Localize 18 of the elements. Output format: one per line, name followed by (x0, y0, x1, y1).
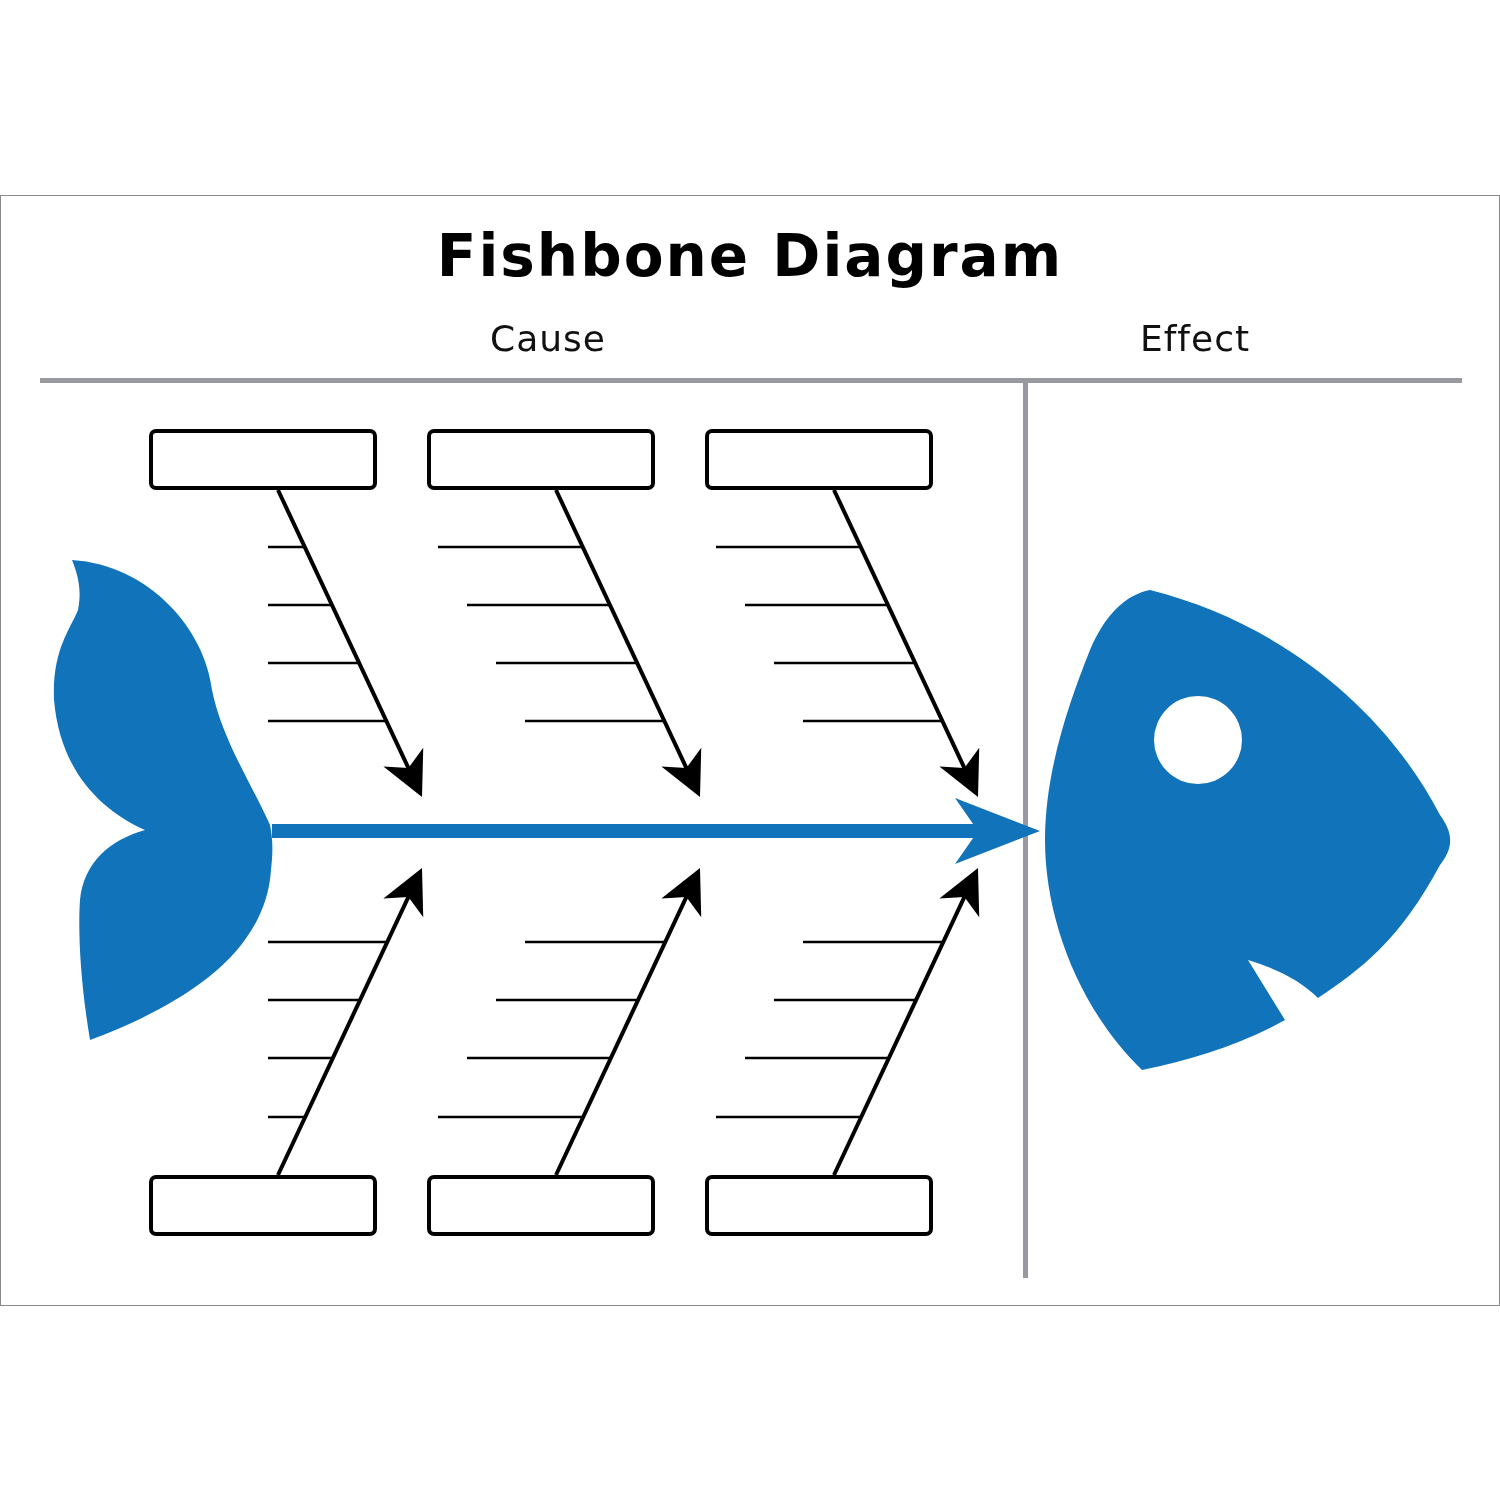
fish-head-drawing (1043, 588, 1453, 1072)
blank-cause-box (427, 429, 655, 490)
blank-cause-box (705, 429, 933, 490)
bone-arrow (276, 489, 424, 797)
blank-cause-box (427, 1175, 655, 1236)
section-heading: Effect (1139, 318, 1251, 359)
blank-cause-box (149, 429, 377, 490)
bone-arrow (832, 489, 980, 797)
bone-arrow (276, 868, 424, 1176)
spine-arrow (272, 798, 1040, 864)
section-heading: Cause (490, 318, 606, 359)
blank-cause-box (149, 1175, 377, 1236)
bone-arrow (554, 489, 702, 797)
diagram-title: Fishbone Diagram (435, 222, 1065, 290)
bone-arrow (832, 868, 980, 1176)
bone-arrow (554, 868, 702, 1176)
blank-cause-box (705, 1175, 933, 1236)
fish-tail-drawing (52, 558, 274, 1042)
